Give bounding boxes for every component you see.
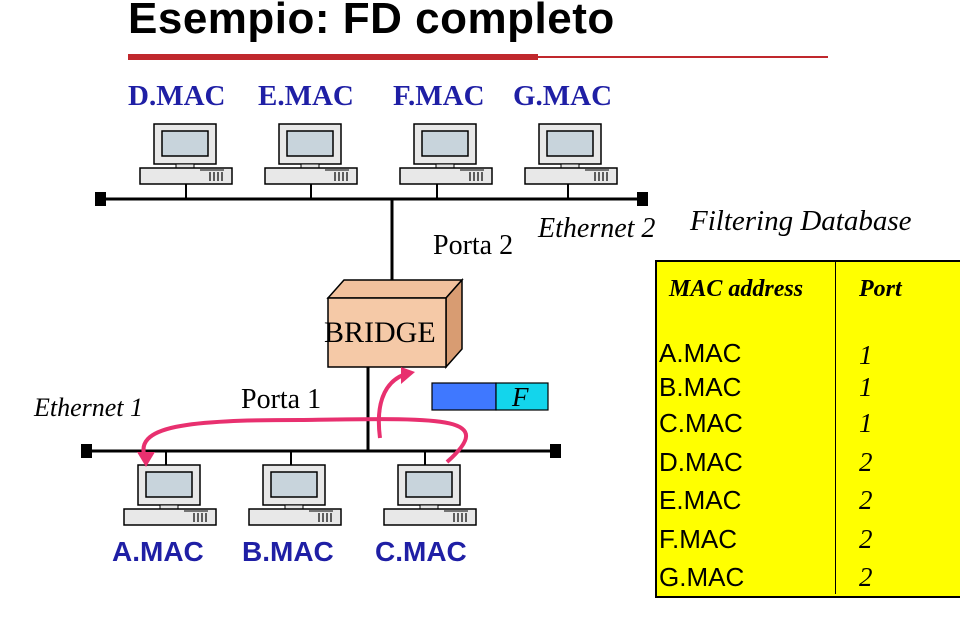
filtering-database-table: MAC address Port A.MAC 1 B.MAC 1 C.MAC 1… xyxy=(655,260,960,598)
title-underline xyxy=(128,54,828,62)
table-cell-port: 2 xyxy=(859,524,873,554)
bus-terminator-right-top xyxy=(637,192,648,206)
host-label-f: F.MAC xyxy=(393,80,485,112)
host-label-d: D.MAC xyxy=(128,80,226,112)
pc-a xyxy=(123,464,217,526)
pc-b xyxy=(248,464,342,526)
host-label-g: G.MAC xyxy=(513,80,613,112)
table-cell-mac: G.MAC xyxy=(659,562,745,592)
pc-g xyxy=(524,123,618,185)
ethernet-1-label: Ethernet 1 xyxy=(34,393,144,422)
table-cell-port: 2 xyxy=(859,485,873,515)
pc-f xyxy=(399,123,493,185)
table-cell-port: 1 xyxy=(859,340,873,370)
pc-e xyxy=(264,123,358,185)
host-label-a: A.MAC xyxy=(112,536,204,567)
table-header-mac: MAC address xyxy=(669,276,804,302)
bus-terminator-left-top xyxy=(95,192,106,206)
host-label-b: B.MAC xyxy=(242,536,334,567)
table-cell-mac: C.MAC xyxy=(659,408,743,438)
bridge-box xyxy=(327,297,447,368)
table-cell-port: 2 xyxy=(859,562,873,592)
table-cell-port: 2 xyxy=(859,447,873,477)
porta-1-label: Porta 1 xyxy=(241,384,322,415)
table-header-port: Port xyxy=(859,276,902,302)
pc-c xyxy=(383,464,477,526)
pc-d xyxy=(139,123,233,185)
table-cell-port: 1 xyxy=(859,372,873,402)
frame-destination xyxy=(495,382,549,411)
page-title: Esempio: FD completo xyxy=(128,0,615,43)
host-label-c: C.MAC xyxy=(375,536,467,567)
table-cell-port: 1 xyxy=(859,408,873,438)
frame-dest-label: F xyxy=(512,382,529,412)
frame-path-arrow xyxy=(141,417,469,464)
table-cell-mac: D.MAC xyxy=(659,447,743,477)
bus-terminator-right-bottom xyxy=(550,444,561,458)
porta-2-label: Porta 2 xyxy=(433,230,514,261)
table-cell-mac: E.MAC xyxy=(659,485,742,515)
host-label-e: E.MAC xyxy=(258,80,354,112)
bus-terminator-left-bottom xyxy=(81,444,92,458)
bridge-label: BRIDGE xyxy=(324,316,436,349)
table-cell-mac: B.MAC xyxy=(659,372,742,402)
to-bridge-arrow xyxy=(376,373,404,439)
frame-header xyxy=(431,382,497,411)
table-cell-mac: F.MAC xyxy=(659,524,737,554)
table-cell-mac: A.MAC xyxy=(659,338,742,368)
ethernet-2-label: Ethernet 2 xyxy=(538,213,656,244)
fdb-title: Filtering Database xyxy=(690,205,912,237)
